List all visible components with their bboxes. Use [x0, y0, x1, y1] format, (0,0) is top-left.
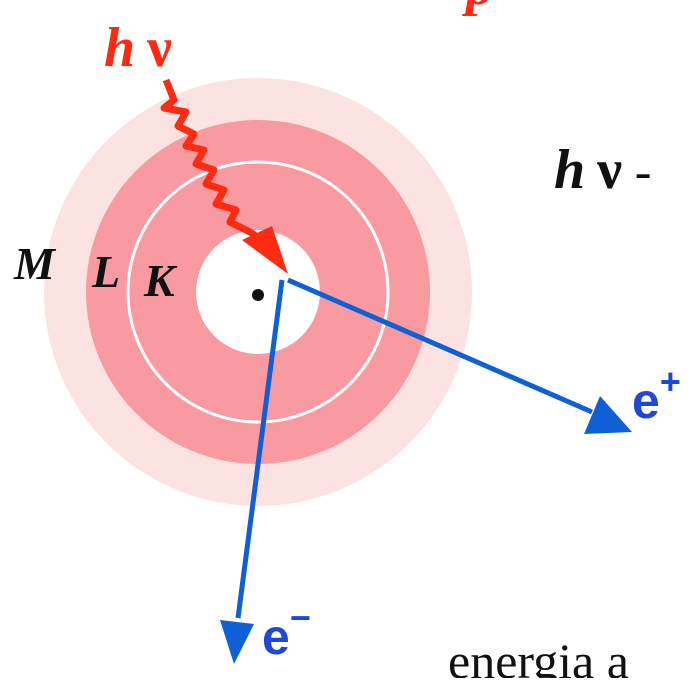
nucleus-dot [252, 289, 264, 301]
shell-boundary-line [126, 160, 390, 424]
positron-label: e+ [632, 361, 681, 429]
electron-label: e− [262, 597, 311, 665]
positron-arrow [287, 277, 632, 434]
electron-arrow [220, 279, 285, 664]
shell-label-k: K [143, 255, 178, 306]
photon-wave [160, 78, 264, 243]
shell-label-m: M [13, 238, 57, 289]
zigzag-arrow-icon [160, 78, 288, 274]
shell-label-l: L [91, 246, 120, 297]
energy-text-fragment: energia a [448, 633, 629, 678]
atom [44, 78, 472, 506]
title-fragment: p [462, 0, 494, 17]
photon-arrowhead [242, 226, 288, 274]
